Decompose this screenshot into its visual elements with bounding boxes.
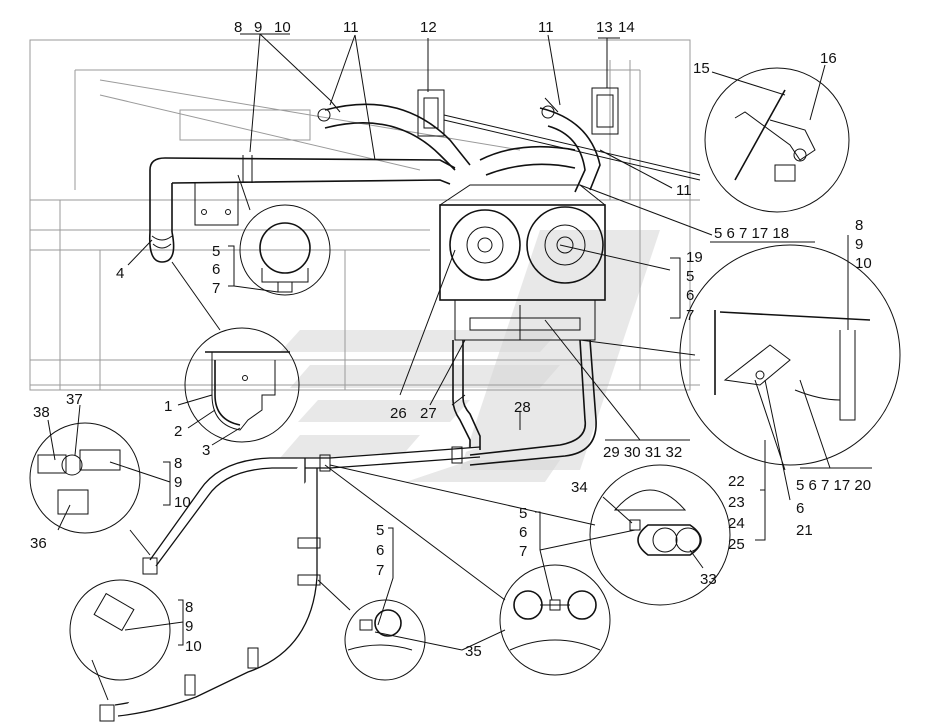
- label-4: 4: [116, 265, 124, 282]
- label-24: 24: [728, 515, 745, 532]
- label-10b: 10: [855, 255, 872, 272]
- label-26: 26: [390, 405, 407, 422]
- label-7a: 7: [212, 280, 220, 297]
- label-19: 19: [686, 249, 703, 266]
- detail-switch-mount: [704, 67, 850, 213]
- control-switches: [417, 87, 701, 181]
- label-8c: 8: [174, 455, 182, 472]
- label-11a: 11: [343, 19, 359, 36]
- detail-single-clip: [317, 579, 426, 681]
- label-10a: 10: [274, 19, 291, 36]
- air-duct: [148, 155, 456, 263]
- watermark-logo: [280, 230, 660, 482]
- label-36: 36: [30, 535, 47, 552]
- coolant-pipes: [452, 339, 597, 466]
- defroster-hoses: [317, 97, 601, 193]
- label-6a: 6: [212, 261, 220, 278]
- lower-hoses: [99, 446, 481, 722]
- label-9b: 9: [855, 236, 863, 253]
- label-6b: 6: [686, 287, 694, 304]
- label-14: 14: [618, 19, 635, 36]
- label-2: 2: [174, 423, 182, 440]
- label-6e: 6: [376, 542, 384, 559]
- label-5b: 5: [686, 268, 694, 285]
- label-7e: 7: [376, 562, 384, 579]
- label-12: 12: [420, 19, 437, 36]
- label-9c: 9: [174, 474, 182, 491]
- vehicle-frame: [29, 39, 700, 391]
- detail-double-clip: [324, 464, 611, 676]
- label-8b: 8: [855, 217, 863, 234]
- label-10c: 10: [174, 494, 191, 511]
- leader-lines: [47, 33, 872, 651]
- label-13: 13: [596, 19, 613, 36]
- label-row-5-6-7-17-18: 5 6 7 17 18: [714, 225, 789, 242]
- label-37: 37: [66, 391, 83, 408]
- label-34: 34: [571, 479, 588, 496]
- label-38: 38: [33, 404, 50, 421]
- label-28: 28: [514, 399, 531, 416]
- label-11b: 11: [538, 19, 554, 36]
- label-15: 15: [693, 60, 710, 77]
- label-22: 22: [728, 473, 745, 490]
- label-21: 21: [796, 522, 813, 539]
- label-5a: 5: [212, 243, 220, 260]
- label-7d: 7: [519, 543, 527, 560]
- label-row-29-32: 29 30 31 32: [603, 444, 682, 461]
- detail-hose-clip: [329, 464, 731, 606]
- detail-clamp-duct: [237, 174, 331, 296]
- label-33: 33: [700, 571, 717, 588]
- label-8d: 8: [185, 599, 193, 616]
- label-6d: 6: [519, 524, 527, 541]
- label-5e: 5: [376, 522, 384, 539]
- label-23: 23: [728, 494, 745, 511]
- label-25: 25: [728, 536, 745, 553]
- label-16: 16: [820, 50, 837, 67]
- label-11c: 11: [676, 182, 692, 199]
- label-9d: 9: [185, 618, 193, 635]
- detail-hose-end: [69, 579, 171, 701]
- label-8a: 8: [234, 19, 242, 36]
- detail-duct-outlet: [171, 261, 300, 443]
- label-6c: 6: [796, 500, 804, 517]
- label-1: 1: [164, 398, 172, 415]
- detail-bracket: [579, 244, 901, 466]
- label-35: 35: [465, 643, 482, 660]
- label-10d: 10: [185, 638, 202, 655]
- label-7b: 7: [686, 307, 694, 324]
- detail-tap-valve: [29, 422, 151, 556]
- heater-unit: [439, 184, 606, 341]
- label-27: 27: [420, 405, 437, 422]
- label-5d: 5: [519, 505, 527, 522]
- label-3: 3: [202, 442, 210, 459]
- part-labels: 1 2 3 4 5 6 7 8 9 10 11 12 11 13 14 15 1…: [30, 19, 872, 660]
- label-row-5-6-7-17-20: 5 6 7 17 20: [796, 477, 871, 494]
- label-9a: 9: [254, 19, 262, 36]
